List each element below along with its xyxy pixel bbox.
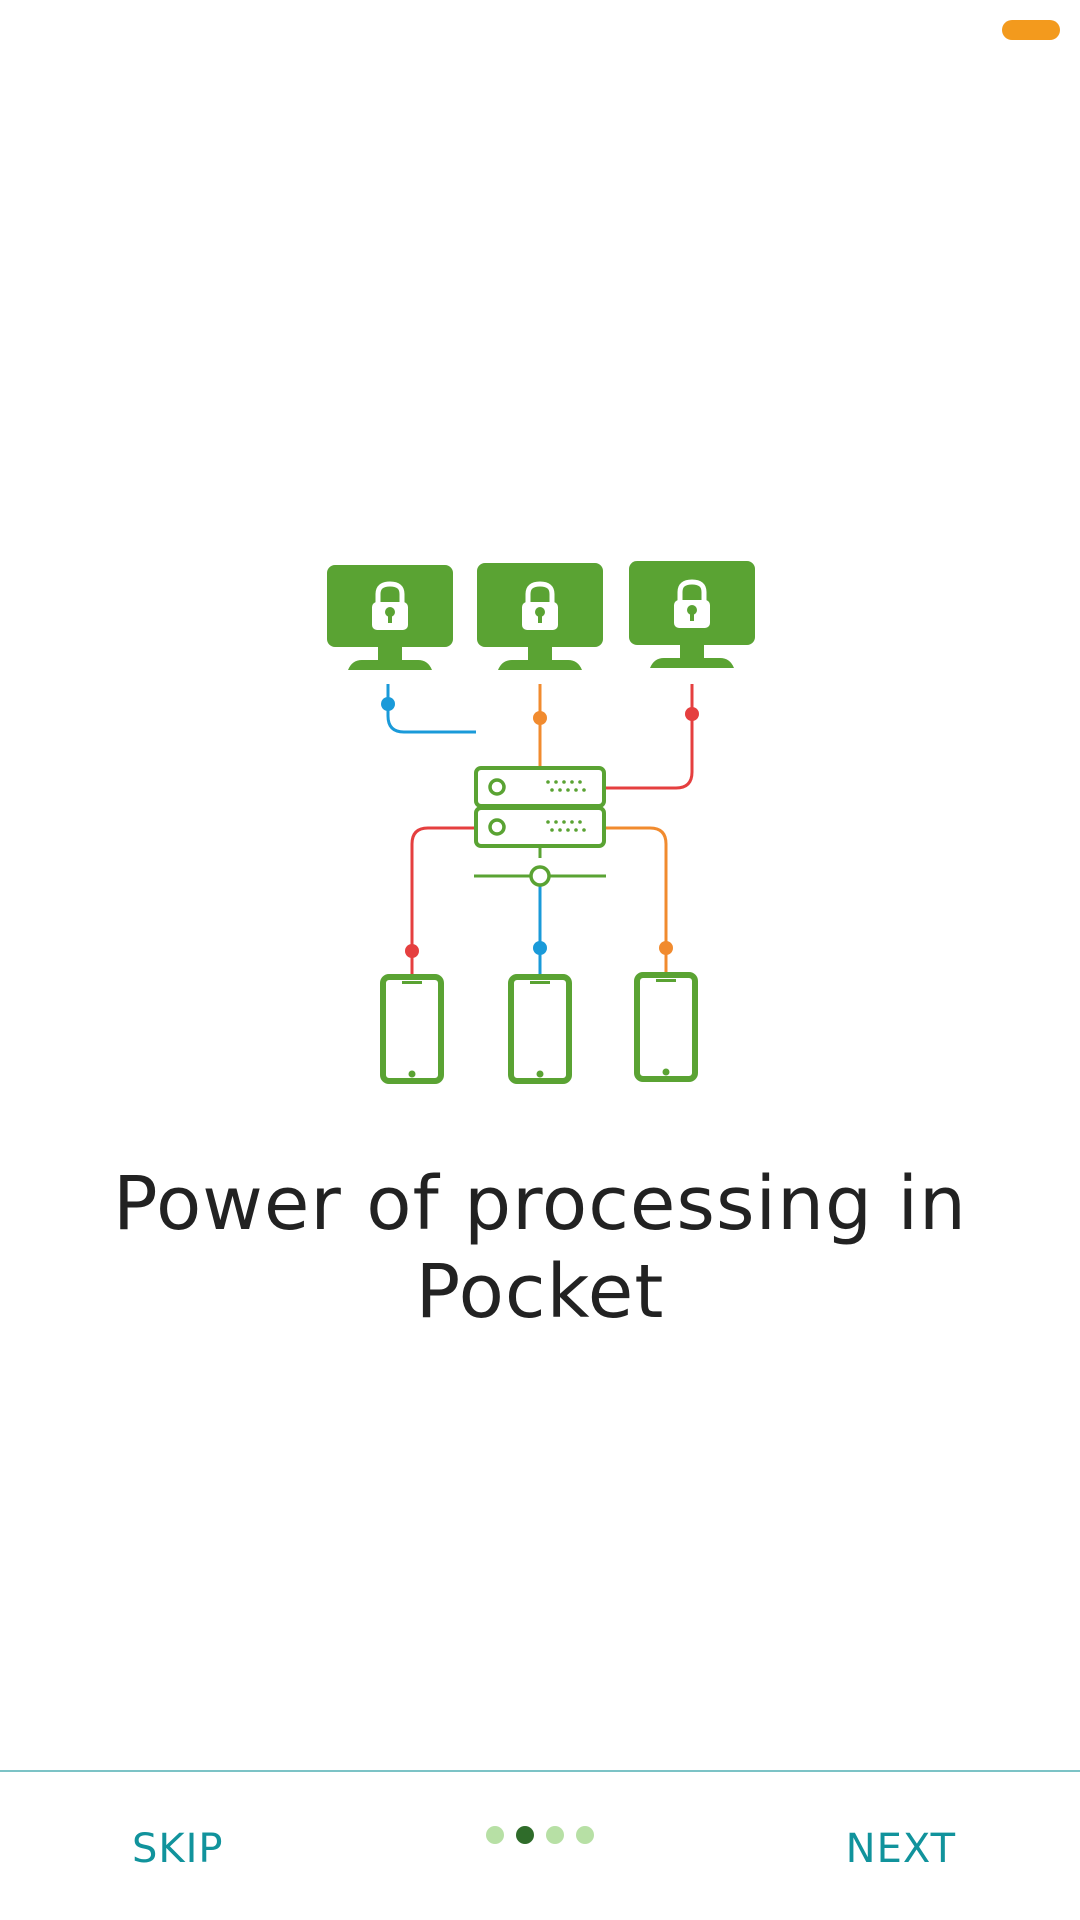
page-dot — [486, 1826, 504, 1844]
smartphone-icon — [508, 974, 572, 1084]
page-dot — [546, 1826, 564, 1844]
monitor-icon — [327, 565, 453, 670]
bottom-divider — [0, 1770, 1080, 1772]
node-red-bottom — [405, 944, 419, 958]
network-illustration — [327, 561, 755, 1084]
lock-icon — [372, 581, 408, 630]
smartphone-icon — [634, 972, 698, 1082]
skip-button[interactable]: SKIP — [132, 1826, 224, 1872]
line-red-bottom — [410, 826, 476, 976]
node-red-top — [685, 707, 699, 721]
status-indicator-pill — [1002, 20, 1060, 40]
node-orange-top — [533, 711, 547, 725]
smartphone-icon — [380, 974, 444, 1084]
node-orange-bottom — [659, 941, 673, 955]
node-blue-bottom — [533, 941, 547, 955]
onboarding-bottom-bar: SKIP NEXT — [0, 1772, 1080, 1920]
line-orange-bottom — [604, 826, 668, 976]
page-dot — [576, 1826, 594, 1844]
lock-icon — [522, 581, 558, 630]
onboarding-title: Power of processing in Pocket — [113, 1161, 967, 1335]
node-blue-top — [381, 697, 395, 711]
page-indicator — [486, 1826, 594, 1844]
line-red-top — [604, 684, 694, 790]
line-blue-top — [386, 684, 476, 734]
lock-icon — [674, 579, 710, 628]
server-icon — [474, 766, 606, 887]
monitor-icon — [629, 561, 755, 668]
monitor-icon — [477, 563, 603, 670]
next-button[interactable]: NEXT — [845, 1826, 956, 1872]
page-dot-active — [516, 1826, 534, 1844]
